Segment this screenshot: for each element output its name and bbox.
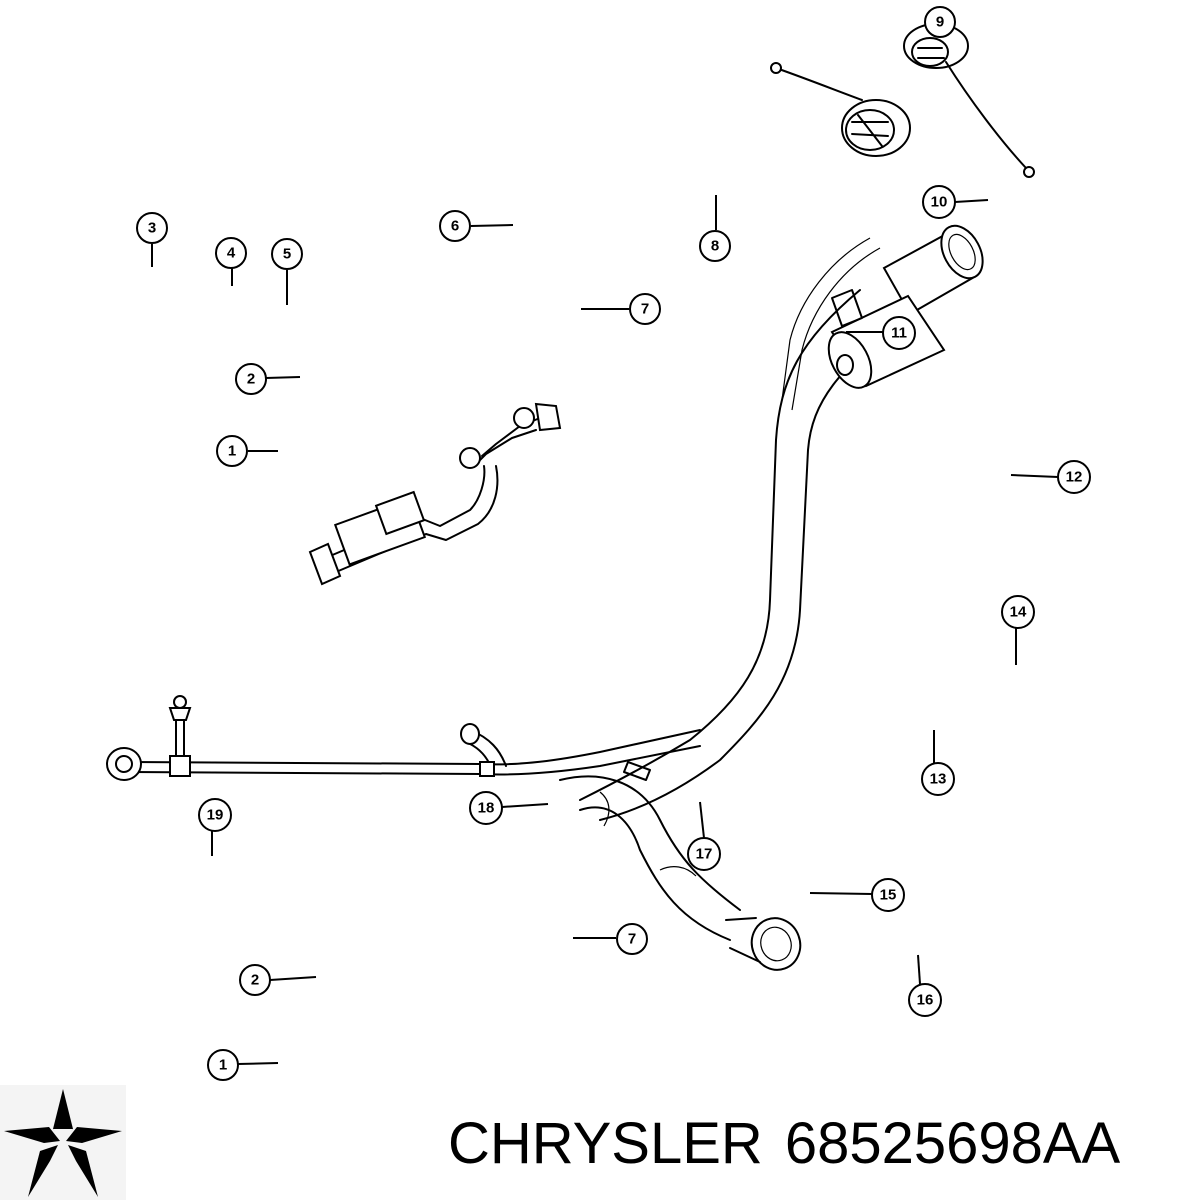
callout-7a: 7 xyxy=(629,293,661,325)
callout-3: 3 xyxy=(136,212,168,244)
callout-label: 12 xyxy=(1066,469,1083,486)
callout-label: 5 xyxy=(283,246,291,263)
valve-hose-drawing xyxy=(308,402,562,586)
callout-15: 15 xyxy=(871,878,905,912)
brand-text: CHRYSLER xyxy=(448,1111,763,1176)
callout-9: 9 xyxy=(924,6,956,38)
callout-label: 17 xyxy=(696,846,713,863)
callout-2a: 2 xyxy=(235,363,267,395)
chrysler-pentastar-icon xyxy=(0,1085,126,1200)
callout-label: 1 xyxy=(228,443,236,460)
callout-6: 6 xyxy=(439,210,471,242)
callout-label: 7 xyxy=(641,301,649,318)
callout-5: 5 xyxy=(271,238,303,270)
callout-8: 8 xyxy=(699,230,731,262)
callout-label: 9 xyxy=(936,14,944,31)
filler-neck-drawing xyxy=(559,224,984,971)
callout-label: 18 xyxy=(478,800,495,817)
callout-label: 1 xyxy=(219,1057,227,1074)
callout-13: 13 xyxy=(921,762,955,796)
vent-line-drawing xyxy=(106,695,701,781)
callout-1b: 1 xyxy=(207,1049,239,1081)
callout-label: 2 xyxy=(251,972,259,989)
callout-11: 11 xyxy=(882,316,916,350)
callout-label: 8 xyxy=(711,238,719,255)
callout-16: 16 xyxy=(908,983,942,1017)
leader-lines xyxy=(151,195,1059,1065)
callout-label: 14 xyxy=(1010,604,1027,621)
callout-1a: 1 xyxy=(216,435,248,467)
callout-label: 16 xyxy=(917,992,934,1009)
callout-label: 10 xyxy=(931,194,948,211)
callout-label: 2 xyxy=(247,371,255,388)
callout-17: 17 xyxy=(687,837,721,871)
callout-14: 14 xyxy=(1001,595,1035,629)
callout-label: 7 xyxy=(628,931,636,948)
callout-4: 4 xyxy=(215,237,247,269)
callout-10: 10 xyxy=(922,185,956,219)
part-caption: CHRYSLER 68525698AA xyxy=(448,1108,1193,1180)
callout-label: 19 xyxy=(207,807,224,824)
callout-label: 6 xyxy=(451,218,459,235)
callout-label: 4 xyxy=(227,245,236,262)
callout-7b: 7 xyxy=(616,923,648,955)
callout-label: 3 xyxy=(148,220,156,237)
fuel-cap-drawing xyxy=(770,23,1035,178)
callout-18: 18 xyxy=(469,791,503,825)
callout-19: 19 xyxy=(198,798,232,832)
callout-12: 12 xyxy=(1057,460,1091,494)
callout-label: 15 xyxy=(880,887,897,904)
callout-2b: 2 xyxy=(239,964,271,996)
part-number-text: 68525698AA xyxy=(784,1111,1121,1176)
callout-label: 11 xyxy=(891,325,907,342)
callout-label: 13 xyxy=(930,771,947,788)
